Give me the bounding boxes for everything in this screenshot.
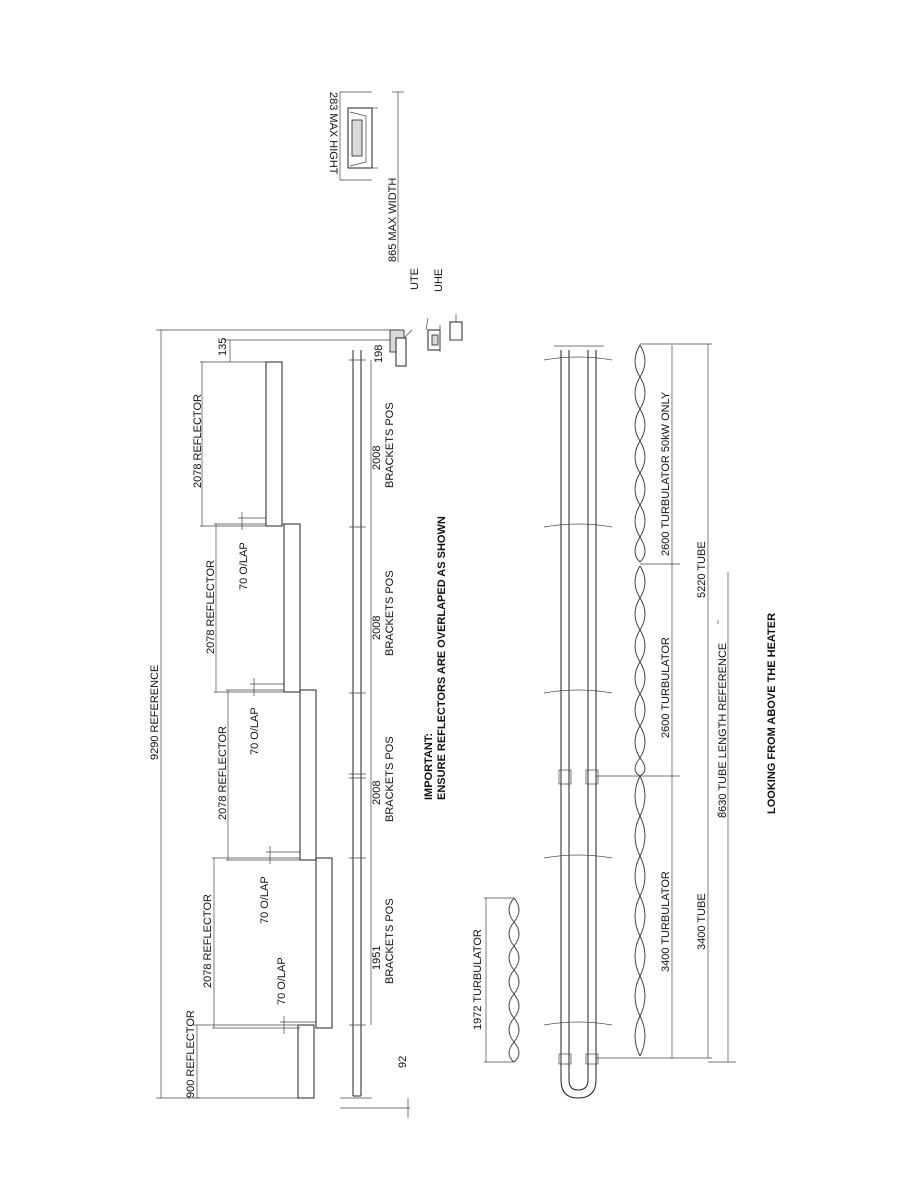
tube-3400-label: 3400 TUBE (696, 893, 708, 950)
bracket-value-4: 2008 (371, 446, 383, 470)
overlap-label-1: 70 O/LAP (276, 957, 288, 1005)
overlap-label-3: 70 O/LAP (249, 707, 261, 755)
plan-view-caption: LOOKING FROM ABOVE THE HEATER (766, 613, 778, 814)
turbulator-2600-label: 2600 TURBULATOR (660, 637, 672, 738)
bracket-value-1: 1951 (371, 946, 383, 970)
reflector-2078-c (283, 523, 301, 693)
important-note: ENSURE REFLECTORS ARE OVERLAPED AS SHOWN (436, 516, 448, 800)
bracket-label-4: BRACKETS POS (384, 402, 396, 488)
end-dim-198: 198 (373, 345, 385, 363)
bracket-value-3: 2008 (371, 616, 383, 640)
overlap-label-2: 70 O/LAP (259, 876, 271, 924)
reflector-2078-a-label: 2078 REFLECTOR (202, 894, 214, 988)
reflector-2078-b-label: 2078 REFLECTOR (217, 726, 229, 820)
overlap-label-4: 70 O/LAP (238, 542, 250, 590)
reflector-2078-d-label: 2078 REFLECTOR (192, 394, 204, 488)
loose-turbulator-label: 1972 TURBULATOR (472, 929, 484, 1030)
reflector-2078-c-label: 2078 REFLECTOR (205, 560, 217, 654)
bracket-label-3: BRACKETS POS (384, 570, 396, 656)
overall-dimension-label: 9290 REFERENCE (149, 665, 161, 760)
ute-label: UTE (409, 268, 421, 290)
reflector-2078-b (299, 689, 317, 861)
plan-view: 1972 TURBULATOR (472, 343, 778, 1099)
end-dim-135: 135 (217, 338, 229, 356)
end-view-width-label: 865 MAX WIDTH (387, 178, 399, 262)
side-view: 9290 REFERENCE 900 REFLECTOR 2078 REFLEC… (149, 268, 463, 1118)
reflector-2078-d (265, 361, 283, 527)
burner-uhe (449, 314, 463, 341)
reflector-900-label: 900 REFLECTOR (185, 1010, 197, 1098)
bracket-label-2: BRACKETS POS (384, 736, 396, 822)
tube-length-reference-label: 8630 TUBE LENGTH REFERENCE (717, 643, 729, 818)
loose-turbulator: 1972 TURBULATOR (472, 897, 520, 1063)
end-dim-92: 92 (397, 1056, 409, 1068)
end-view: 283 MAX HIGHT 865 MAX WIDTH (327, 91, 404, 262)
reflector-2078-a (315, 857, 333, 1029)
tube-5220-label: 5220 TUBE (696, 541, 708, 598)
bracket-value-2: 2008 (371, 781, 383, 805)
bracket-label-1: BRACKETS POS (384, 898, 396, 984)
turbulator-2600-50kw-label: 2600 TURBULATOR 50kW ONLY (660, 391, 672, 556)
end-view-height-label: 283 MAX HIGHT (327, 92, 339, 175)
important-heading: IMPORTANT: (423, 733, 435, 800)
turbulator-3400-label: 3400 TURBULATOR (660, 871, 672, 972)
uhe-label: UHE (433, 269, 445, 292)
burner-ute (389, 317, 441, 367)
reflector-900 (297, 1024, 315, 1099)
